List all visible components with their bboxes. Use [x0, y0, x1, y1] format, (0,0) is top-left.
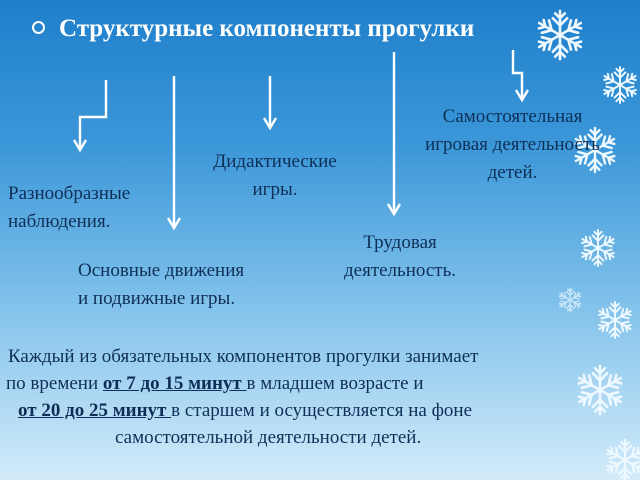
page-title: Структурные компоненты прогулки: [32, 14, 622, 44]
page-title-text: Структурные компоненты прогулки: [59, 15, 475, 42]
paragraph-text: Каждый из обязательных компонентов прогу…: [8, 346, 479, 367]
duration-junior: от 7 до 15 минут: [102, 373, 247, 394]
component-label: игры.: [252, 179, 298, 200]
paragraph-line: от 20 до 25 минут в старшем и осуществля…: [18, 397, 472, 424]
component-label: детей.: [487, 162, 538, 183]
component-label: деятельность.: [343, 260, 456, 281]
paragraph-text: самостоятельной деятельности детей.: [115, 427, 422, 448]
component-label: Самостоятельная: [442, 106, 583, 127]
paragraph-text: в младшем возрасте и: [246, 373, 424, 394]
component-didactic: Дидактические игры.: [190, 148, 360, 204]
component-label: Разнообразные: [8, 183, 131, 204]
component-observations: Разнообразные наблюдения.: [8, 180, 130, 236]
paragraph-line: самостоятельной деятельности детей.: [115, 424, 421, 451]
component-movements: Основные движения и подвижные игры.: [78, 257, 244, 313]
duration-senior: от 20 до 25 минут: [18, 400, 172, 421]
component-labor: Трудовая деятельность.: [325, 229, 475, 285]
component-label: наблюдения.: [8, 211, 111, 232]
arrow-down-icon: [78, 80, 108, 148]
paragraph-text: в старшем и осуществляется на фоне: [171, 400, 473, 421]
arrow-down-icon: [511, 50, 524, 98]
component-label: Дидактические: [213, 151, 337, 172]
paragraph-text: по времени: [6, 373, 103, 394]
bullet-circle-icon: [32, 20, 45, 34]
component-label: Основные движения: [78, 260, 245, 281]
component-label: Трудовая: [363, 232, 437, 253]
paragraph-line: Каждый из обязательных компонентов прогу…: [8, 343, 478, 370]
component-label: игровая деятельность: [425, 134, 600, 155]
component-play: Самостоятельная игровая деятельность дет…: [400, 103, 625, 187]
component-label: и подвижные игры.: [78, 288, 236, 309]
paragraph-line: по времени от 7 до 15 минут в младшем во…: [6, 370, 424, 397]
